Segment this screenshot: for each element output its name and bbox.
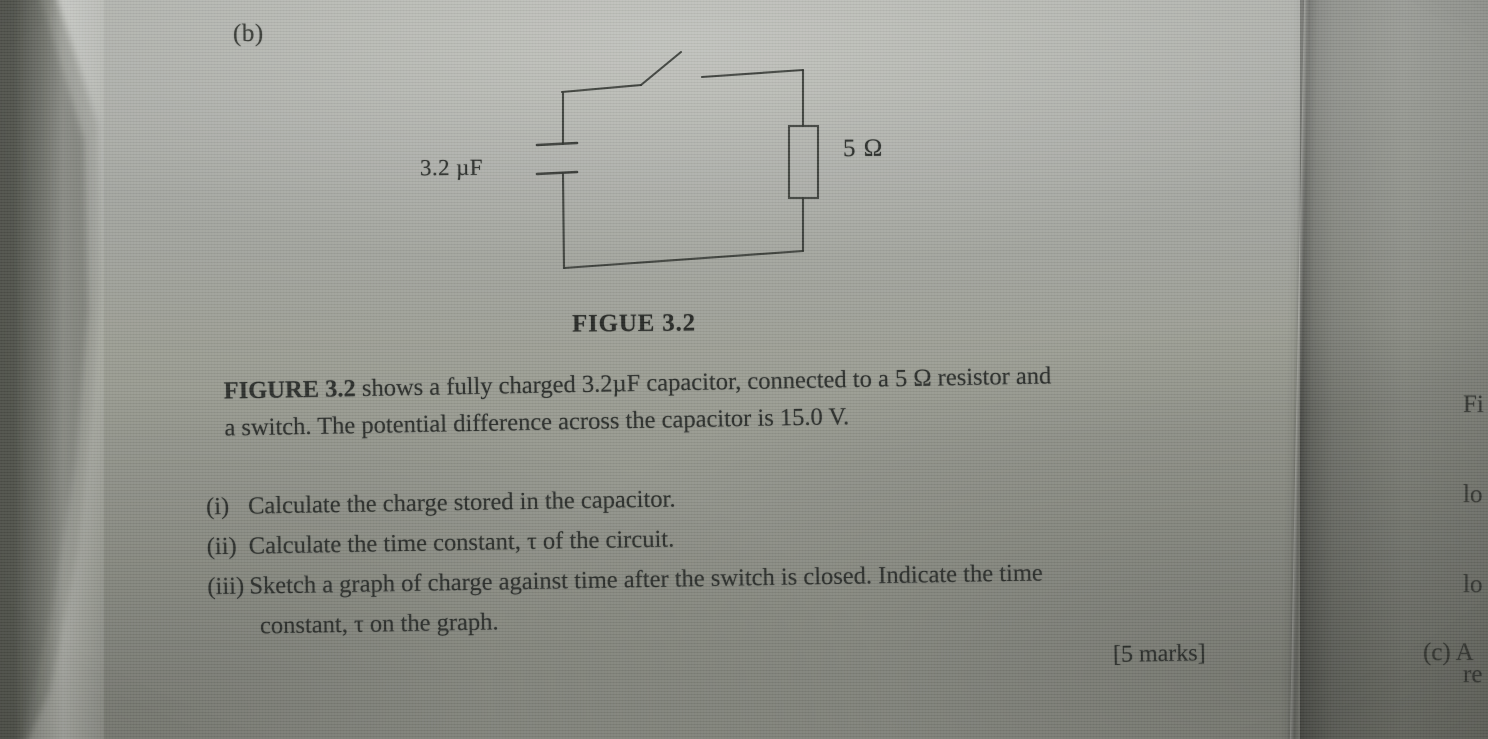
marks-allocation: [5 marks] <box>1112 640 1206 668</box>
figure-caption: FIGUE 3.2 <box>571 309 696 338</box>
right-page-fragment-1-line-1: Fi <box>1463 391 1484 418</box>
sub-question-ii-number: (ii) <box>206 532 237 561</box>
sub-question-list: (i) Calculate the charge stored in the c… <box>206 469 1328 648</box>
capacitor-value-label: 3.2 µF <box>419 154 484 181</box>
right-page-fragment-1-line-2: lo <box>1463 481 1483 508</box>
sub-question-i-number: (i) <box>205 492 230 521</box>
figure-reference: FIGURE 3.2 <box>223 375 357 405</box>
resistor-value-label: 5 Ω <box>842 134 884 163</box>
right-page-fragment-2-line-1: (c) A <box>1423 639 1474 666</box>
sub-question-iii-cont-text: constant, τ on the graph. <box>259 608 499 640</box>
sub-question-i-text: Calculate the charge stored in the capac… <box>247 485 676 520</box>
sub-question-iii-number: (iii) <box>207 572 245 601</box>
sub-question-ii-text: Calculate the time constant, τ of the ci… <box>248 525 675 560</box>
stem-line-1-rest: shows a fully charged 3.2µF capacitor, c… <box>355 362 1052 403</box>
part-label-b: (b) <box>232 19 264 48</box>
right-page-fragment-block-2: (c) A th ( ( ( <box>1423 560 1474 739</box>
